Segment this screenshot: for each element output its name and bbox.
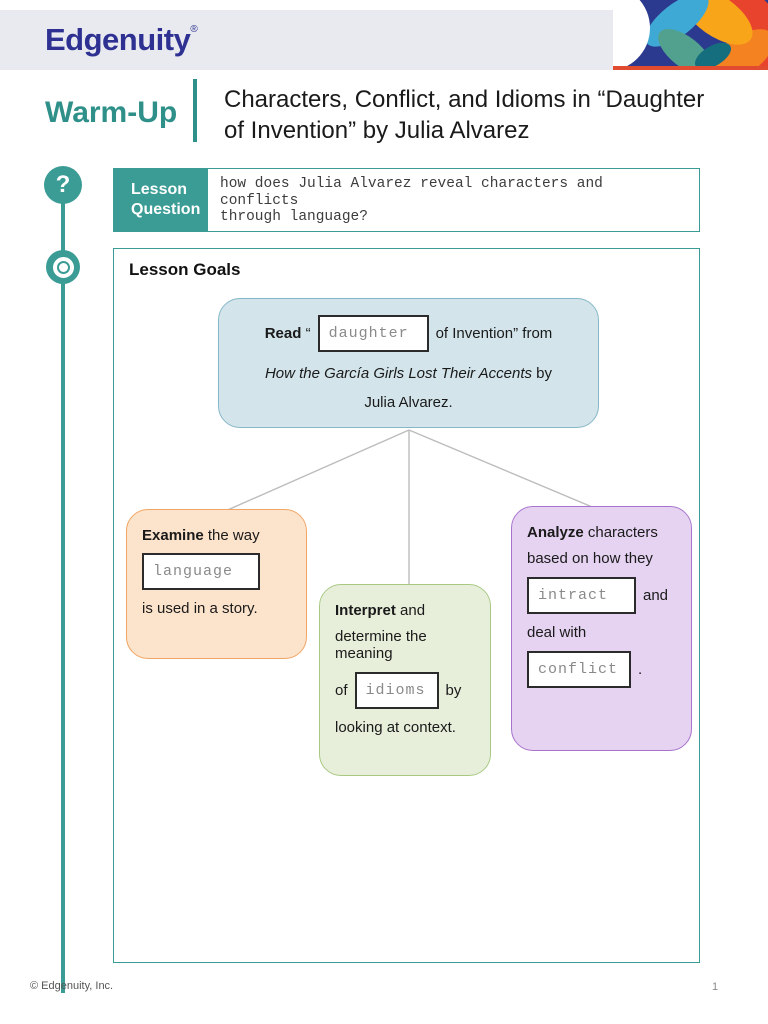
idioms-input-field[interactable]: idioms — [354, 672, 439, 709]
lesson-goals-box: Lesson Goals Read “ daughter of Inventio… — [113, 248, 700, 963]
examine-line1: Examine the way — [142, 527, 291, 544]
edgenuity-logo: Edgenuity® — [45, 22, 198, 58]
interpret-line1-rest: and — [395, 602, 426, 619]
daughter-input-field[interactable]: daughter — [317, 315, 429, 353]
analyze-input-row-1: intract and — [527, 577, 676, 614]
footer-copyright: © Edgenuity, Inc. — [30, 980, 114, 992]
read-line2-suffix: by — [532, 364, 553, 382]
analyze-line3-suffix: and — [643, 587, 669, 604]
read-after-input: of Invention” from — [435, 325, 553, 343]
interpret-input-row: of idioms by — [335, 672, 475, 709]
goal-node-read: Read “ daughter of Invention” from How t… — [218, 298, 599, 428]
read-line2: How the García Girls Lost Their Accents … — [265, 365, 552, 382]
question-mark-glyph: ? — [55, 171, 71, 198]
page-title-line1: Characters, Conflict, and Idioms in “Dau… — [224, 86, 705, 113]
lesson-question-answer-line: how does Julia Alvarez reveal characters… — [220, 176, 603, 192]
interpret-bold: Interpret — [335, 602, 396, 619]
edgenuity-pinwheel-icon — [613, 0, 768, 70]
question-mark-icon: ? — [44, 166, 82, 204]
conflict-input-field[interactable]: conflict — [527, 651, 631, 688]
page-title-line2: of Invention” by Julia Alvarez — [224, 117, 530, 144]
read-line1: Read “ daughter of Invention” from — [264, 315, 553, 353]
analyze-line1-rest: characters — [583, 524, 658, 541]
analyze-input-row-2: conflict . — [527, 651, 676, 688]
examine-line3: is used in a story. — [142, 600, 258, 617]
lesson-question-label: Lesson Question — [114, 169, 208, 231]
lesson-question-answer-line: through language? — [220, 209, 368, 225]
lesson-question-answer-field[interactable]: how does Julia Alvarez reveal characters… — [208, 169, 699, 231]
goal-node-analyze: Analyze characters based on how they int… — [511, 506, 692, 751]
interpret-line3-prefix: of — [335, 682, 348, 699]
goal-node-examine: Examine the way language is used in a st… — [126, 509, 307, 659]
analyze-line5-suffix: . — [638, 661, 643, 678]
read-open-quote: “ — [305, 325, 311, 343]
lesson-question-label-line2: Question — [131, 201, 201, 218]
target-icon — [46, 250, 80, 284]
examine-bold: Examine — [142, 527, 204, 544]
interpret-line3-suffix: by — [445, 682, 462, 699]
analyze-line2: based on how they — [527, 550, 653, 567]
examine-line1-rest: the way — [203, 527, 260, 544]
examine-input-row: language — [142, 553, 291, 590]
title-divider — [193, 79, 197, 142]
interpret-line2: determine the meaning — [335, 628, 427, 662]
book-title-italic: How the García Girls Lost Their Accents — [264, 364, 533, 382]
lesson-question-answer-line: conflicts — [220, 192, 299, 209]
edgenuity-logo-text: Edgenuity — [45, 22, 191, 57]
read-bold: Read — [264, 325, 302, 343]
analyze-bold: Analyze — [527, 524, 584, 541]
flowchart-connector-lines — [222, 429, 598, 584]
analyze-line4: deal with — [527, 624, 587, 641]
lesson-goals-heading: Lesson Goals — [129, 260, 241, 279]
registered-mark: ® — [190, 24, 198, 35]
language-input-field[interactable]: language — [142, 553, 260, 590]
lesson-question-box: Lesson Question how does Julia Alvarez r… — [113, 168, 700, 232]
interpret-line4: looking at context. — [335, 719, 456, 736]
analyze-line1: Analyze characters — [527, 524, 676, 541]
section-label-warm-up: Warm-Up — [45, 96, 178, 129]
target-icon-dot — [58, 262, 68, 272]
target-icon-ring — [52, 256, 74, 278]
read-line3: Julia Alvarez. — [364, 393, 453, 411]
page-number: 1 — [712, 981, 719, 993]
interpret-line1: Interpret and — [335, 602, 475, 619]
page-title: Characters, Conflict, and Idioms in “Dau… — [224, 84, 734, 146]
timeline-line — [61, 185, 65, 993]
lesson-question-label-line1: Lesson — [131, 181, 188, 198]
goal-node-interpret: Interpret and determine the meaning of i… — [319, 584, 491, 776]
intract-input-field[interactable]: intract — [527, 577, 636, 614]
